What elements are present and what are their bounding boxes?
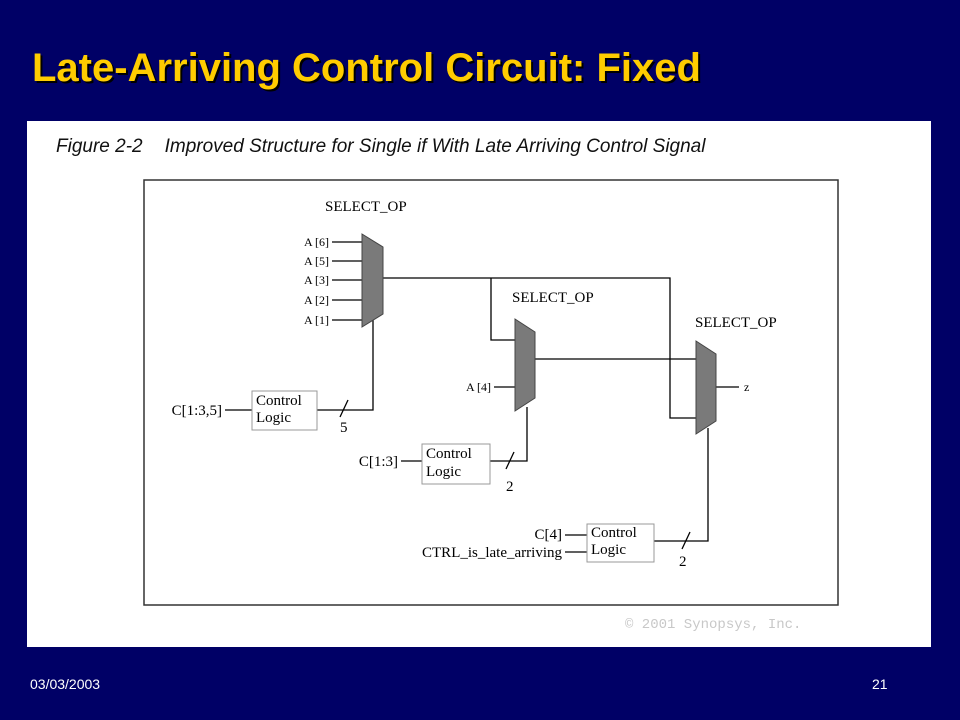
control-logic-1-line1: Control	[256, 393, 302, 409]
control-logic-3-line1: Control	[591, 525, 637, 541]
figure-caption-text: Improved Structure for Single if With La…	[164, 136, 706, 157]
mux3-output-label: z	[744, 380, 749, 394]
mux2-label: SELECT_OP	[512, 290, 594, 306]
circuit-diagram: SELECT_OP SELECT_OP SELECT_OP A [6] A [5…	[143, 179, 839, 606]
mux1-input-label: A [6]	[304, 235, 329, 249]
mux1-input-label: A [3]	[304, 273, 329, 287]
control-logic-3-line2: Logic	[591, 542, 626, 558]
mux1-label: SELECT_OP	[325, 199, 407, 215]
control-input-label: C[1:3,5]	[172, 403, 222, 419]
control-logic-2-line1: Control	[426, 446, 472, 462]
figure-caption: Figure 2-2 Improved Structure for Single …	[56, 136, 705, 158]
control-logic-2-line2: Logic	[426, 464, 461, 480]
bus-width-label: 2	[679, 554, 687, 570]
figure-number: Figure 2-2	[56, 136, 143, 157]
control-logic-box-3	[586, 523, 655, 563]
footer-date: 03/03/2003	[30, 676, 101, 692]
page-number: 21	[872, 676, 888, 692]
slide-title: Late-Arriving Control Circuit: Fixed	[32, 46, 701, 90]
control-input-label: C[4]	[535, 527, 563, 543]
wires	[225, 241, 739, 553]
figure-panel: Figure 2-2 Improved Structure for Single …	[27, 121, 931, 647]
copyright-watermark: © 2001 Synopsys, Inc.	[625, 617, 802, 633]
control-input-label: C[1:3]	[359, 454, 398, 470]
control-input-label: CTRL_is_late_arriving	[422, 545, 562, 561]
mux1-input-label: A [2]	[304, 293, 329, 307]
bus-width-label: 5	[340, 420, 348, 436]
mux3-label: SELECT_OP	[695, 315, 777, 331]
mux3-shape	[695, 340, 717, 435]
mux1-input-label: A [5]	[304, 254, 329, 268]
mux2-input-label: A [4]	[466, 380, 491, 394]
control-logic-1-line2: Logic	[256, 410, 291, 426]
diagram-frame	[143, 179, 839, 606]
bus-width-label: 2	[506, 479, 514, 495]
mux1-shape	[361, 233, 384, 328]
mux1-input-label: A [1]	[304, 313, 329, 327]
control-logic-box-1	[251, 390, 318, 431]
mux2-shape	[514, 318, 536, 412]
control-logic-box-2	[421, 443, 491, 485]
